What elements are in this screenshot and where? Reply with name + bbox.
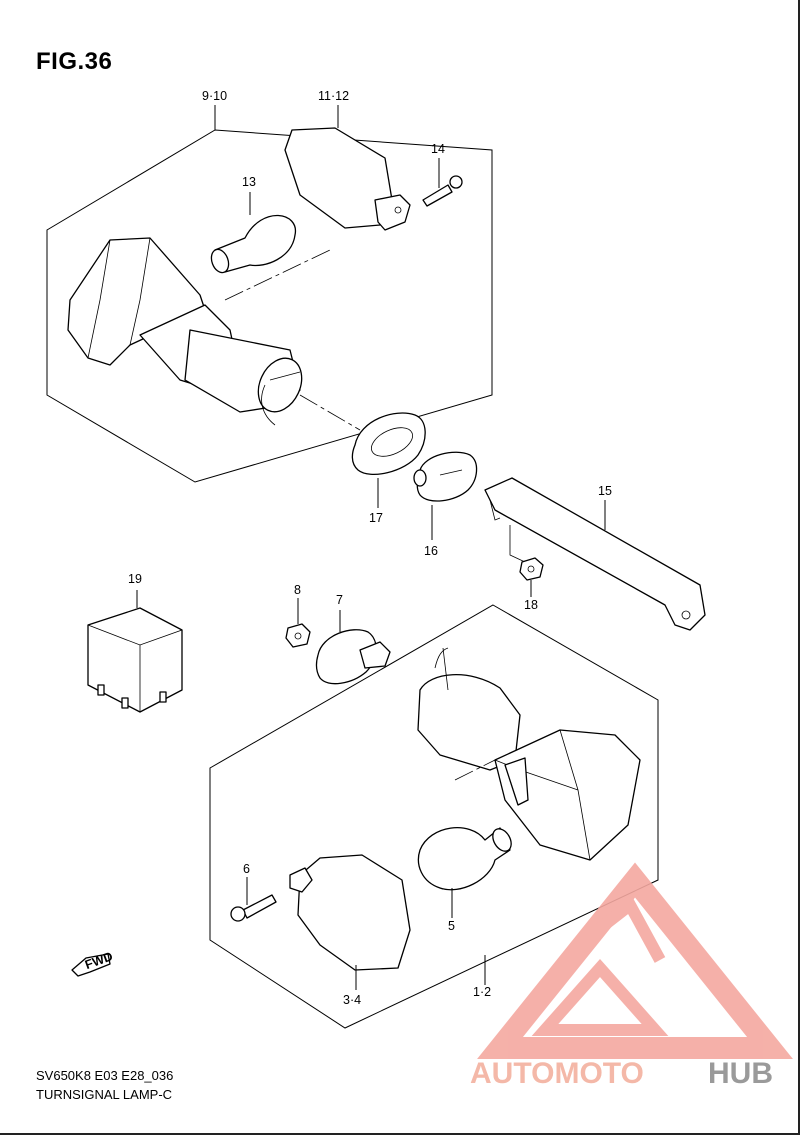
upper-bulb [210,214,296,274]
label-13: 13 [242,175,256,189]
cushion-17 [351,412,426,475]
watermark-brand-part2: HUB [708,1057,773,1090]
center-line-upper [299,394,361,431]
label-3-4: 3·4 [343,993,361,1007]
upper-housing [67,237,303,426]
upper-lens [284,127,411,231]
label-14: 14 [431,142,445,156]
label-15: 15 [598,484,612,498]
leader-bracket-nut [509,525,526,563]
bracket-15 [484,477,706,631]
center-line-bulb [224,249,331,301]
cushion-16 [413,451,478,502]
label-7: 7 [336,593,343,607]
upper-screw [422,175,463,207]
watermark-logo [477,862,793,1059]
label-19: 19 [128,572,142,586]
lower-bulb [417,827,512,891]
lower-assembly-outline [209,604,659,1029]
watermark-brand-part1: AUTOMOTO [470,1057,644,1090]
label-9-10: 9·10 [202,89,227,103]
label-11-12: 11·12 [318,89,349,103]
label-1-2: 1·2 [473,985,491,999]
nut-18 [519,557,544,581]
label-17: 17 [369,511,383,525]
model-code: SV650K8 E03 E28_036 [36,1068,174,1083]
lower-screw [230,894,277,922]
upper-assembly-outline [46,129,493,483]
fwd-arrow-icon: FWD [71,949,115,977]
label-8: 8 [294,583,301,597]
label-16: 16 [424,544,438,558]
section-name: TURNSIGNAL LAMP-C [36,1087,173,1102]
nut-8 [285,623,311,648]
label-18: 18 [524,598,538,612]
center-line-lower [454,759,496,781]
lower-housing [417,647,641,861]
lower-lens [289,854,411,971]
cushion-7 [315,629,391,685]
label-6: 6 [243,862,250,876]
label-5: 5 [448,919,455,933]
figure-title: FIG.36 [36,48,113,75]
relay-19 [87,607,183,713]
